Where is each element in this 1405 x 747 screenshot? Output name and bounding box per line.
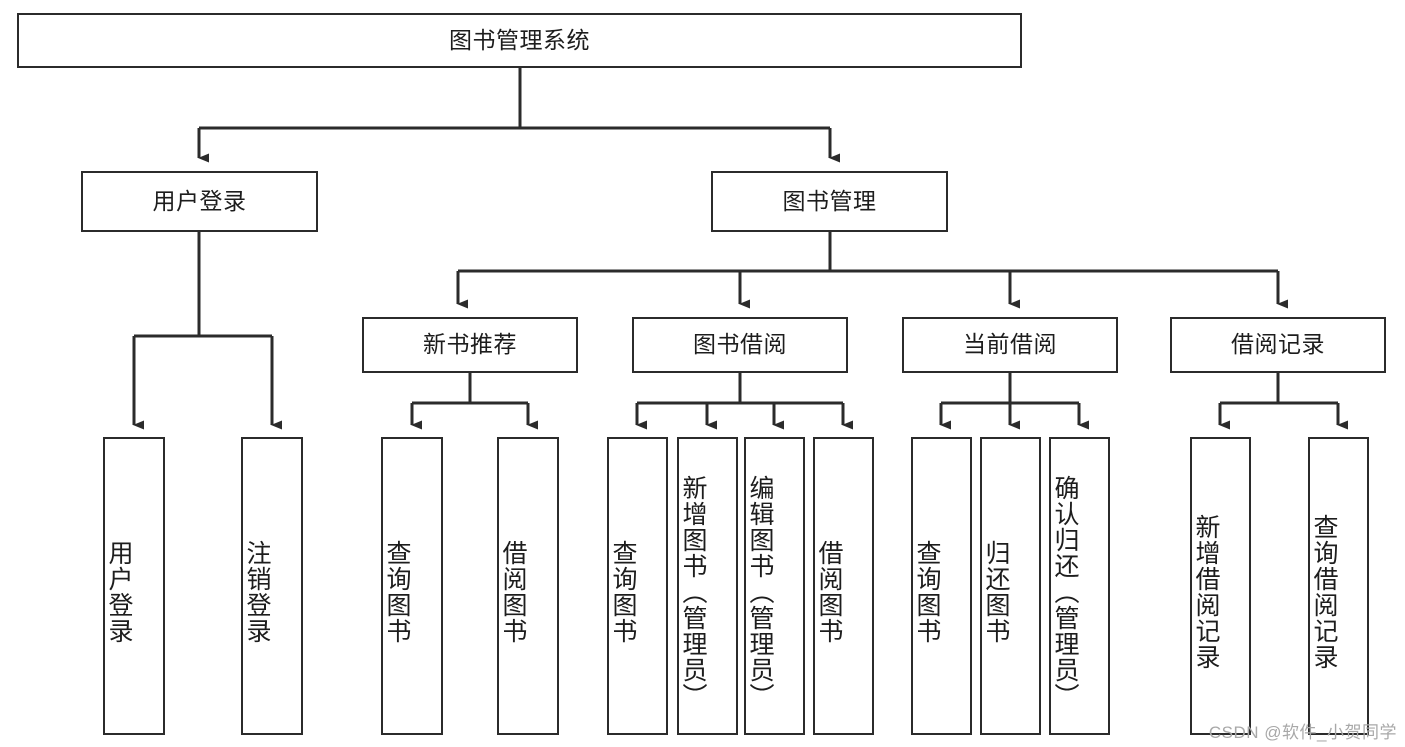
node-root-system[interactable]: 图书管理系统	[17, 13, 1022, 68]
node-label: 新增借阅记录	[1192, 514, 1220, 670]
node-book-borrow[interactable]: 图书借阅	[632, 317, 848, 373]
node-user-login[interactable]: 用户登录	[81, 171, 318, 232]
node-label: 注销登录	[243, 540, 271, 644]
node-label: 确认归还（管理员）	[1051, 475, 1079, 709]
node-new-book-recommend[interactable]: 新书推荐	[362, 317, 578, 373]
node-leaf-edit-book[interactable]: 编辑图书（管理员）	[744, 437, 805, 735]
node-leaf-user-login[interactable]: 用户登录	[103, 437, 165, 735]
node-leaf-borrow-book-1[interactable]: 借阅图书	[497, 437, 559, 735]
node-leaf-user-logout[interactable]: 注销登录	[241, 437, 303, 735]
node-label: 借阅图书	[815, 540, 843, 644]
node-label: 用户登录	[105, 540, 133, 644]
node-borrow-record[interactable]: 借阅记录	[1170, 317, 1386, 373]
node-label: 图书管理	[782, 187, 877, 214]
node-current-borrow[interactable]: 当前借阅	[902, 317, 1118, 373]
node-label: 图书管理系统	[449, 26, 590, 53]
node-leaf-confirm-return[interactable]: 确认归还（管理员）	[1049, 437, 1110, 735]
node-label: 用户登录	[152, 187, 247, 214]
node-leaf-query-book-2[interactable]: 查询图书	[607, 437, 668, 735]
node-book-management[interactable]: 图书管理	[711, 171, 948, 232]
node-leaf-add-book[interactable]: 新增图书（管理员）	[677, 437, 738, 735]
node-label: 查询图书	[609, 540, 637, 644]
node-leaf-add-record[interactable]: 新增借阅记录	[1190, 437, 1251, 735]
node-label: 新增图书（管理员）	[679, 475, 707, 709]
node-label: 归还图书	[982, 540, 1010, 644]
node-leaf-query-record[interactable]: 查询借阅记录	[1308, 437, 1369, 735]
node-label: 查询图书	[383, 540, 411, 644]
node-label: 编辑图书（管理员）	[746, 475, 774, 709]
node-label: 查询图书	[913, 540, 941, 644]
node-label: 借阅图书	[499, 540, 527, 644]
node-label: 查询借阅记录	[1310, 514, 1338, 670]
node-label: 图书借阅	[693, 331, 787, 358]
node-leaf-query-book-1[interactable]: 查询图书	[381, 437, 443, 735]
node-label: 当前借阅	[963, 331, 1057, 358]
node-label: 新书推荐	[423, 331, 517, 358]
node-leaf-return-book[interactable]: 归还图书	[980, 437, 1041, 735]
node-leaf-query-book-3[interactable]: 查询图书	[911, 437, 972, 735]
node-leaf-borrow-book-2[interactable]: 借阅图书	[813, 437, 874, 735]
node-label: 借阅记录	[1231, 331, 1325, 358]
